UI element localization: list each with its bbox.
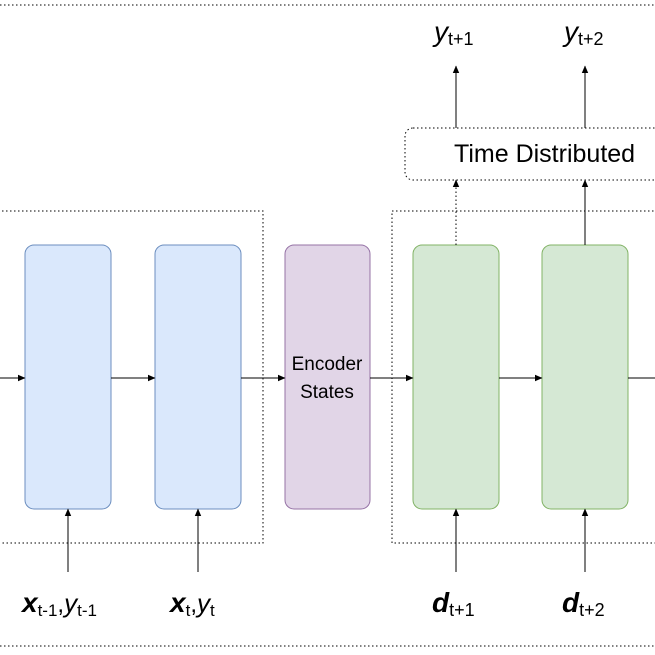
encoder-states-label-line2: States	[300, 382, 354, 403]
time-distributed-label: Time Distributed	[454, 140, 635, 168]
encoder-cell-2	[154, 244, 242, 510]
decoder-input-label-2: dt+2	[562, 587, 605, 620]
encoder-input-label-2: xt,yt	[168, 587, 215, 620]
encoder-group-box	[0, 210, 264, 544]
encoder-input-label-1: xt-1,yt-1	[20, 587, 97, 620]
decoder-group-box	[391, 210, 655, 544]
decoder-cell-1	[412, 244, 500, 510]
encoder-cell-1	[24, 244, 112, 510]
decoder-input-label-1: dt+1	[432, 587, 475, 620]
output-label-2: yt+2	[562, 16, 604, 49]
encoder-states-box	[284, 244, 371, 510]
output-label-1: yt+1	[432, 16, 474, 49]
decoder-cell-2	[541, 244, 629, 510]
encoder-states-label-line1: Encoder	[292, 354, 363, 375]
